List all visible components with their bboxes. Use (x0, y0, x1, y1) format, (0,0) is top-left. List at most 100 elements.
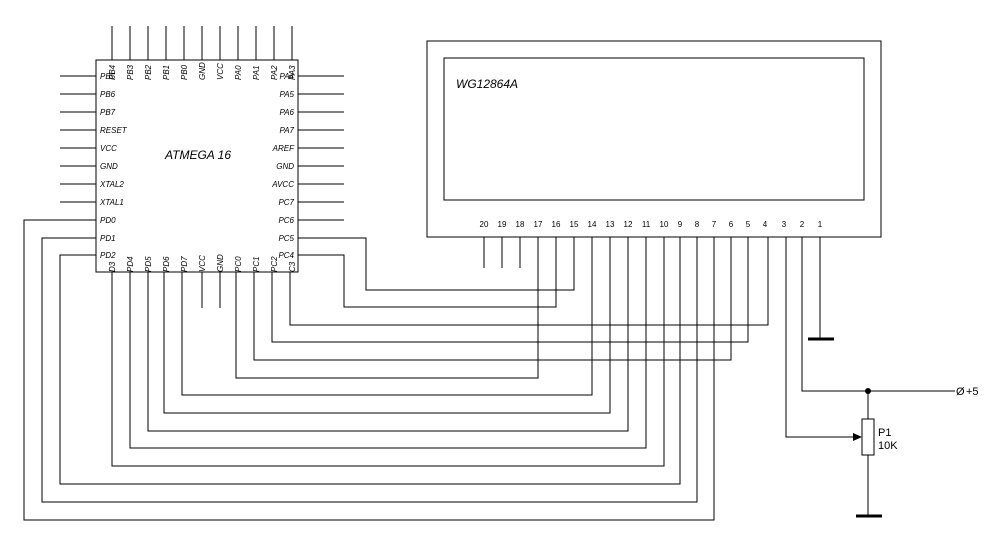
lcd-pin-number: 5 (746, 220, 751, 229)
wire-pc4 (298, 237, 557, 308)
wire-pd5 (147, 237, 629, 432)
mcu-bottom-pin-label: C3 (288, 261, 297, 272)
mcu-top-pin-label: PB1 (162, 65, 171, 80)
mcu-bottom-pin-label: D3 (108, 261, 117, 272)
power-section: Ø +5 P1 10K (785, 237, 979, 518)
mcu-left-pin-label: XTAL2 (99, 180, 124, 189)
mcu-left-pin-label: PB5 (100, 72, 116, 81)
mcu-right-pin-label: PC7 (278, 198, 294, 207)
mcu-left-pin-label: PB6 (100, 90, 116, 99)
mcu-right-pin-label: PC4 (278, 251, 294, 260)
mcu-name: ATMEGA 16 (164, 148, 231, 162)
mcu-left-pin-label: VCC (100, 144, 117, 153)
wire-pc2 (271, 237, 749, 343)
mcu-bottom-pin-label: VCC (198, 255, 207, 272)
wire-pd4 (129, 237, 647, 449)
mcu-top-pin-label: VCC (216, 63, 225, 80)
mcu-right-pin-label: GND (276, 162, 294, 171)
mcu-top-pin-label: PA3 (288, 65, 297, 80)
mcu-top-pin-label: PA1 (252, 65, 261, 80)
mcu: ATMEGA 16 (95, 59, 299, 273)
wire-pc0 (235, 237, 539, 379)
lcd-pin-number: 18 (516, 220, 525, 229)
mcu-left-pins: PB5 PB6 PB7 RESET VCC GND XTAL2 XTAL1 PD… (60, 72, 128, 260)
mcu-right-pin-label: PA4 (279, 72, 294, 81)
mcu-top-pin-label: PB2 (144, 64, 153, 80)
mcu-left-pin-label: XTAL1 (99, 198, 124, 207)
mcu-top-pin-label: PA0 (234, 65, 243, 80)
lcd-screen (443, 57, 865, 201)
mcu-right-pin-label: AREF (272, 144, 295, 153)
lcd-pin-number: 17 (534, 220, 543, 229)
lcd-pin-number: 6 (729, 220, 734, 229)
mcu-left-pin-label: PD0 (100, 216, 116, 225)
mcu-bottom-pin-label: GND (216, 254, 225, 272)
lcd-pin-number: 7 (712, 220, 717, 229)
lcd-pin-number: 13 (606, 220, 615, 229)
mcu-right-pin-label: AVCC (271, 180, 294, 189)
pot-value: 10K (878, 440, 898, 452)
lcd-pin-number: 1 (818, 220, 823, 229)
lcd-pin-number: 8 (695, 220, 700, 229)
mcu-body (95, 59, 299, 273)
mcu-left-pin-label: GND (100, 162, 118, 171)
mcu-top-pin-label: PB3 (126, 64, 135, 80)
lcd-pin-number: 2 (800, 220, 805, 229)
mcu-right-pin-label: PA6 (279, 108, 294, 117)
mcu-bottom-pin-label: PC1 (252, 256, 261, 272)
lcd-pin-number: 19 (498, 220, 507, 229)
lcd-pin-number: 16 (552, 220, 561, 229)
mcu-left-pin-label: PB7 (100, 108, 116, 117)
lcd-pin-number: 11 (642, 220, 651, 229)
lcd: WG12864A 20 19 18 17 16 15 14 13 12 11 1… (426, 40, 882, 238)
wire-pd3 (111, 237, 665, 467)
mcu-top-pin-label: GND (198, 62, 207, 80)
lcd-pin-number: 9 (678, 220, 683, 229)
wire-pd0 (23, 219, 715, 521)
mcu-left-pin-label: RESET (100, 126, 128, 135)
mcu-top-pins: PB4 PB3 PB2 PB1 PB0 GND VCC PA0 PA1 PA2 … (108, 26, 297, 80)
wire-pd7 (181, 237, 593, 396)
pot-ref: P1 (878, 427, 891, 439)
mcu-right-pin-label: PC6 (278, 216, 294, 225)
lcd-pin-number: 14 (588, 220, 597, 229)
mcu-right-pins: PA4 PA5 PA6 PA7 AREF GND AVCC PC7 PC6 PC… (271, 72, 344, 260)
mcu-left-pin-label: PD2 (100, 251, 116, 260)
wire-pc1 (253, 237, 732, 361)
mcu-bottom-pins: D3 PD4 PD5 PD6 PD7 VCC GND PC0 PC1 PC2 C… (108, 254, 297, 308)
mcu-left-pin-label: PD1 (100, 234, 116, 243)
mcu-top-pin-label: PA2 (270, 65, 279, 80)
lcd-pin-number: 10 (660, 220, 669, 229)
lcd-pin-number: 4 (763, 220, 768, 229)
wire-lcd-pin2 (801, 237, 955, 392)
supply-symbol: Ø (956, 386, 965, 398)
wire-pd1 (41, 237, 698, 503)
wire-lcd-pin3 (785, 237, 856, 438)
mcu-top-pin-label: PB0 (180, 64, 189, 80)
wire-pc3 (289, 237, 769, 326)
mcu-bottom-pin-label: PD4 (126, 256, 135, 272)
mcu-right-pin-label: PC5 (278, 234, 294, 243)
lcd-pin-number: 12 (624, 220, 633, 229)
mcu-bottom-pin-label: PD5 (144, 256, 153, 272)
wiper-arrow-icon (853, 433, 862, 441)
wire-pd6 (163, 237, 611, 414)
wires (23, 219, 769, 521)
wire-pd2 (59, 237, 681, 485)
mcu-bottom-pin-label: PD6 (162, 256, 171, 272)
lcd-name: WG12864A (456, 77, 518, 91)
mcu-top-pin-label: PB4 (108, 64, 117, 80)
potentiometer-body (861, 418, 875, 456)
mcu-bottom-pin-label: PD7 (180, 256, 189, 272)
lcd-pin-number: 3 (782, 220, 787, 229)
mcu-right-pin-label: PA7 (279, 126, 294, 135)
wire-pc5 (298, 237, 575, 291)
supply-label: +5 (966, 386, 979, 398)
lcd-pin-number: 20 (480, 220, 489, 229)
mcu-bottom-pin-label: PC2 (270, 256, 279, 272)
mcu-right-pin-label: PA5 (279, 90, 294, 99)
mcu-bottom-pin-label: PC0 (234, 256, 243, 272)
lcd-pin-number: 15 (570, 220, 579, 229)
